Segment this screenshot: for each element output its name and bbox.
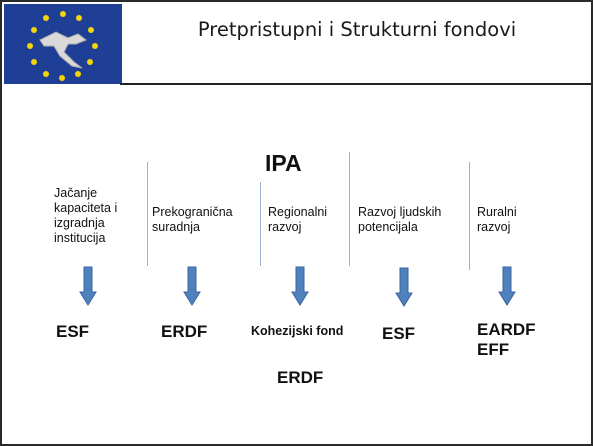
down-arrow-icon — [498, 266, 516, 306]
category-label: Ruralni razvoj — [477, 205, 517, 234]
fund-label: EFF — [477, 340, 510, 359]
fund-label: ERDF — [161, 322, 208, 341]
down-arrow-icon — [79, 266, 97, 306]
fund-label: EARDF — [477, 320, 536, 339]
header-divider — [120, 83, 591, 85]
fund-label: Kohezijski fond — [251, 324, 344, 338]
fund-label: ESF — [56, 322, 90, 341]
column-separator — [349, 152, 350, 266]
down-arrow-icon — [395, 267, 413, 307]
ipa-title: IPA — [265, 150, 302, 176]
down-arrow-icon — [183, 266, 201, 306]
column-separator — [260, 182, 261, 266]
category-label: Jačanje kapaciteta i izgradnja instituci… — [54, 186, 118, 245]
category-label: Razvoj ljudskih potencijala — [358, 205, 442, 234]
down-arrow-icon — [291, 266, 309, 306]
column-separator — [147, 162, 148, 266]
category-label: Prekogranična suradnja — [152, 205, 233, 234]
fund-label: ESF — [382, 324, 416, 343]
fund-label: ERDF — [277, 368, 324, 387]
slide-title: Pretpristupni i Strukturni fondovi — [197, 18, 517, 41]
croatia-eu-logo-icon — [4, 4, 122, 84]
category-label: Regionalni razvoj — [268, 205, 328, 234]
column-separator — [469, 162, 470, 270]
